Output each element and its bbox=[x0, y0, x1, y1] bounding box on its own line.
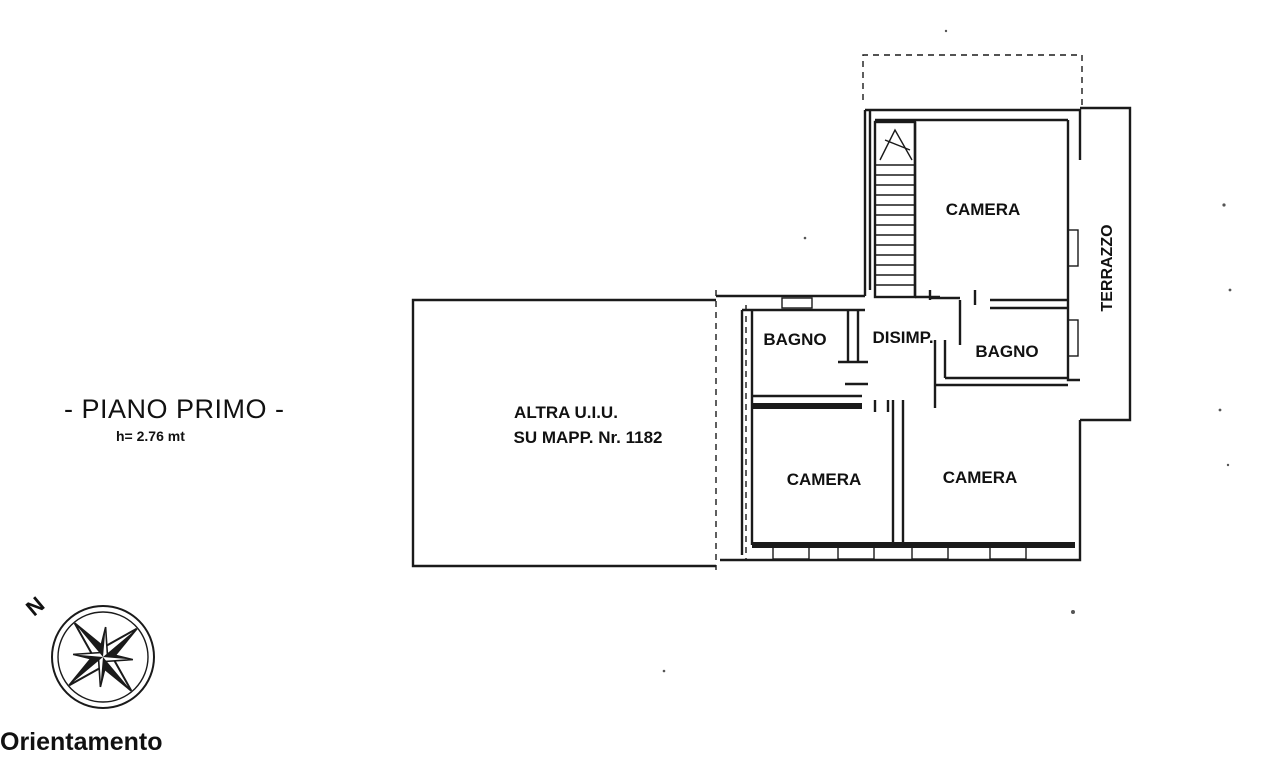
stairs-icon bbox=[873, 120, 917, 299]
room-label-bagno-right: BAGNO bbox=[975, 342, 1038, 361]
apartment-walls bbox=[720, 108, 1082, 562]
room-label-disimp: DISIMP. bbox=[872, 328, 933, 347]
other-unit-area bbox=[411, 290, 865, 570]
room-label-terrazzo: TERRAZZO bbox=[1099, 224, 1116, 311]
terrace bbox=[1080, 106, 1132, 422]
room-label-camera-right: CAMERA bbox=[943, 468, 1018, 487]
room-label-bagno-left: BAGNO bbox=[763, 330, 826, 349]
orientation-label: Orientamento bbox=[0, 728, 163, 756]
compass-rose-icon bbox=[51, 605, 155, 709]
scan-artifacts bbox=[662, 29, 1232, 673]
room-label-camera-top: CAMERA bbox=[946, 200, 1021, 219]
north-label: N bbox=[21, 592, 49, 621]
interior-walls bbox=[752, 290, 1068, 545]
windows bbox=[772, 229, 1079, 560]
balcony-outline bbox=[862, 54, 1083, 105]
other-unit-label-line2: SU MAPP. Nr. 1182 bbox=[514, 428, 663, 447]
other-unit-label-line1: ALTRA U.I.U. bbox=[514, 403, 618, 422]
floor-title: - PIANO PRIMO - bbox=[64, 394, 285, 424]
room-label-camera-left: CAMERA bbox=[787, 470, 862, 489]
ceiling-height: h= 2.76 mt bbox=[116, 428, 185, 444]
